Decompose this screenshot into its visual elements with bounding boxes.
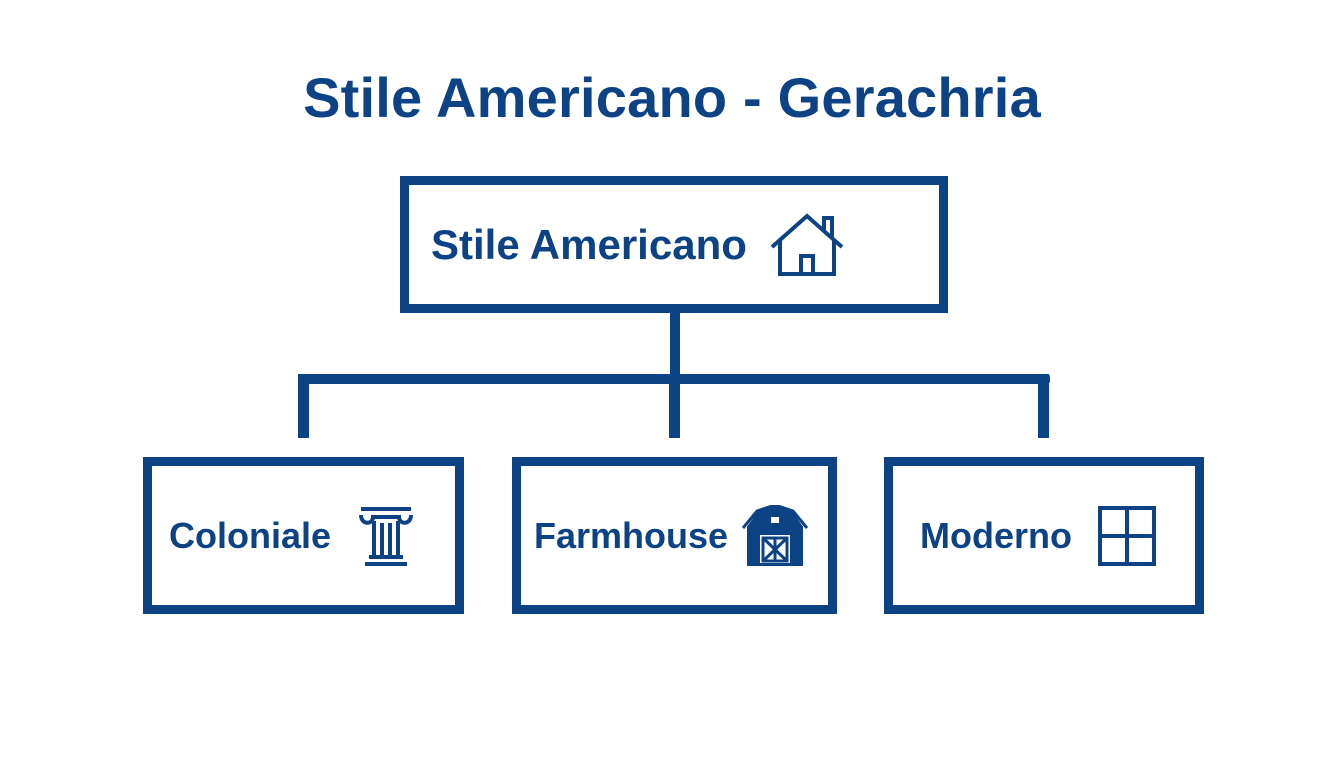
branch-line-moderno [1038, 374, 1049, 438]
root-node: Stile Americano [400, 176, 948, 313]
root-stem-line [670, 311, 680, 383]
column-icon [357, 505, 415, 567]
child-node-moderno: Moderno [884, 457, 1204, 614]
child-node-label: Moderno [920, 514, 1072, 556]
child-node-farmhouse: Farmhouse [512, 457, 837, 614]
child-node-label: Coloniale [169, 514, 332, 556]
child-node-coloniale: Coloniale [143, 457, 464, 614]
branch-line-coloniale [298, 374, 309, 438]
barn-icon [742, 504, 809, 567]
window-icon [1097, 505, 1156, 566]
diagram-title: Stile Americano - Gerachria [303, 66, 1041, 129]
house-icon [769, 212, 845, 278]
child-node-label: Farmhouse [534, 514, 729, 556]
branch-line-farmhouse [669, 374, 680, 438]
root-node-label: Stile Americano [431, 220, 747, 268]
